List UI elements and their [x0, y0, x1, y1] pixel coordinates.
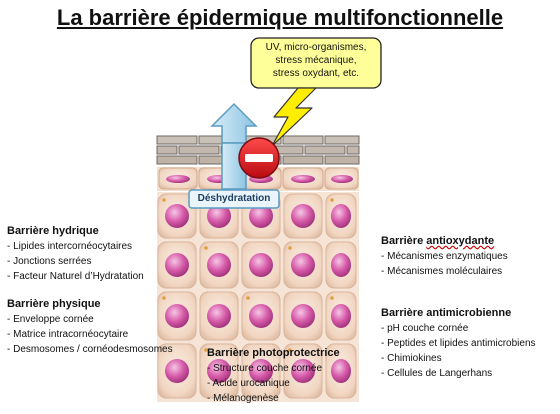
cell-nucleus — [291, 359, 315, 383]
barrier-item: - Lipides intercornéocytaires — [7, 241, 133, 252]
dehydration-label: Déshydratation — [197, 193, 271, 204]
granule-dot — [288, 246, 292, 250]
cell-nucleus — [331, 304, 351, 328]
barrier-item: - Facteur Naturel d’Hydratation — [7, 271, 144, 282]
barrier-antimicrobienne: Barrière antimicrobienne - pH couche cor… — [381, 305, 536, 381]
cell-nucleus — [207, 204, 231, 228]
barrier-antioxydante: Barrière antioxydante - Mécanismes enzym… — [381, 233, 508, 279]
barrier-item: - Cellules de Langerhans — [381, 368, 493, 379]
barrier-title: Barrière antioxydante — [381, 233, 508, 249]
barrier-item: - Mécanismes moléculaires — [381, 266, 503, 277]
callout-line: UV, micro-organismes, — [265, 42, 367, 53]
cell-nucleus — [249, 204, 273, 228]
cell-nucleus — [165, 359, 189, 383]
barrier-item: - Mécanismes enzymatiques — [381, 251, 508, 262]
barrier-hydrique: Barrière hydrique - Lipides intercornéoc… — [7, 223, 144, 284]
barrier-item: - Structure couche cornée — [207, 363, 323, 374]
cell-nucleus — [165, 253, 189, 277]
barrier-title: Barrière physique — [7, 298, 101, 310]
cell-nucleus — [291, 253, 315, 277]
barrier-physique: Barrière physique - Enveloppe cornée - M… — [7, 296, 173, 357]
barrier-title: Barrière hydrique — [7, 225, 99, 237]
dehydration-arrow — [188, 102, 280, 209]
granule-dot — [204, 348, 208, 352]
keratinocyte-layers — [157, 192, 359, 402]
cell-nucleus — [331, 359, 351, 383]
callout-line: stress mécanique, — [275, 55, 357, 66]
barrier-item: - Jonctions serrées — [7, 256, 92, 267]
lightning-icon — [271, 87, 317, 147]
cell-nucleus — [291, 204, 315, 228]
cell-nucleus — [291, 304, 315, 328]
barrier-item: - Peptides et lipides antimicrobiens — [381, 338, 536, 349]
callout-line: stress oxydant, etc. — [272, 68, 360, 79]
granule-dot — [204, 246, 208, 250]
granule-dot — [330, 296, 334, 300]
page-title: La barrière épidermique multifonctionnel… — [56, 5, 504, 30]
cell-nucleus — [331, 253, 351, 277]
barrier-title-word: antioxydante — [426, 235, 495, 247]
barrier-photoprotectrice: Barrière photoprotectrice - Structure co… — [207, 345, 340, 406]
cell-nucleus — [165, 304, 189, 328]
barrier-item: - Enveloppe cornée — [7, 314, 94, 325]
granule-dot — [246, 296, 250, 300]
barrier-item: - Matrice intracornéocytaire — [7, 329, 129, 340]
granule-dot — [288, 348, 292, 352]
cell-nucleus — [165, 204, 189, 228]
cell-nucleus — [249, 304, 273, 328]
cell-nucleus — [207, 304, 231, 328]
granule-dot — [330, 198, 334, 202]
barrier-title-prefix: Barrière — [381, 235, 427, 247]
barrier-item: - Acide urocanique — [207, 378, 290, 389]
granule-dot — [162, 296, 166, 300]
cell-nucleus — [249, 359, 273, 383]
stop-sign-icon — [238, 137, 280, 179]
cell-nucleus — [207, 253, 231, 277]
cell-nucleus — [207, 359, 231, 383]
barrier-item: - pH couche cornée — [381, 323, 469, 334]
cell-nucleus — [331, 204, 351, 228]
barrier-item: - Desmosomes / cornéodesmosomes — [7, 344, 173, 355]
barrier-item: - Mélanogenèse — [207, 393, 279, 404]
barrier-item: - Chimiokines — [381, 353, 442, 364]
barrier-title: Barrière antimicrobienne — [381, 307, 512, 319]
barrier-title: Barrière photoprotectrice — [207, 347, 340, 359]
callout-text: UV, micro-organismes, stress mécanique, … — [258, 41, 374, 80]
cell-nucleus — [249, 253, 273, 277]
granule-dot — [162, 198, 166, 202]
